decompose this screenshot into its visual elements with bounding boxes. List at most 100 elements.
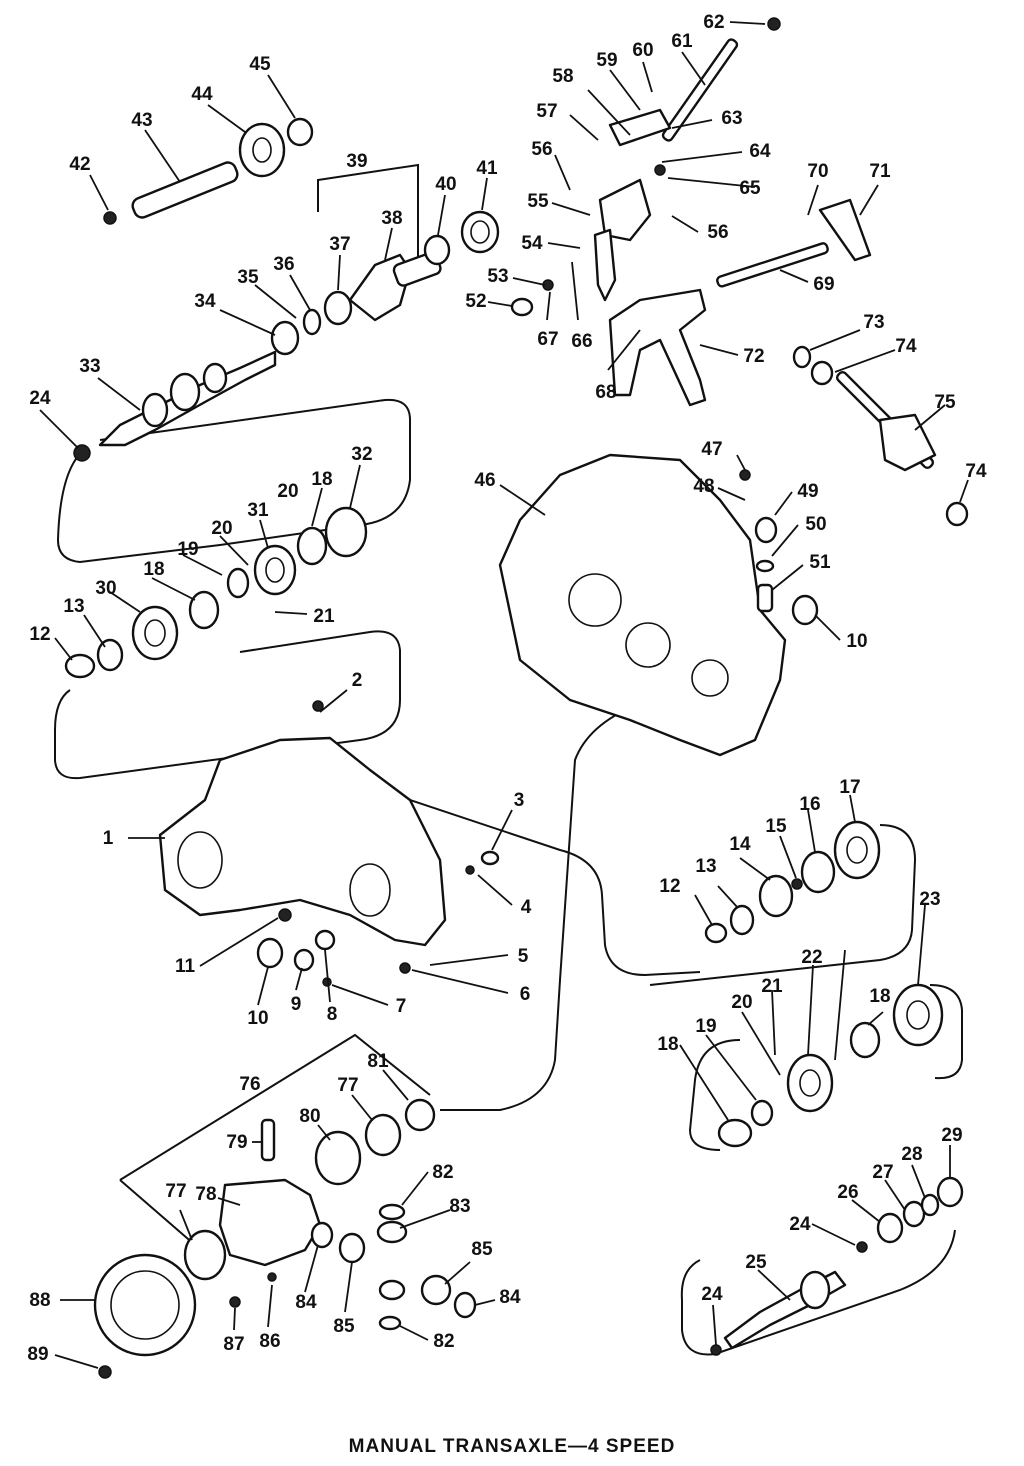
callout-62: 62 <box>703 12 724 33</box>
callout-21a: 21 <box>313 606 335 627</box>
pinion-mate-gear-right <box>420 1274 452 1306</box>
callout-labels: 1 2 3 4 5 6 7 8 9 10 10 11 12 12 13 13 1… <box>27 12 987 1365</box>
callout-2: 2 <box>352 670 363 691</box>
diff-bearing-right <box>364 1113 402 1157</box>
shaft-pin <box>103 211 117 225</box>
callout-78: 78 <box>195 1184 216 1205</box>
callout-88: 88 <box>29 1290 50 1311</box>
callout-52: 52 <box>465 291 486 312</box>
callout-57: 57 <box>536 101 557 122</box>
shift-shaft-pin <box>767 17 781 31</box>
callout-18a: 18 <box>143 559 164 580</box>
output-driven-gear <box>892 983 944 1047</box>
shaft-gear-group-outline <box>54 630 401 780</box>
callout-31: 31 <box>247 500 269 521</box>
callout-65: 65 <box>739 178 761 199</box>
first-gear <box>833 820 881 880</box>
reverse-idler-gear-hub <box>252 137 272 163</box>
pinion-bearing-upper <box>856 1241 868 1253</box>
callout-64: 64 <box>749 141 771 162</box>
output-loop-right <box>649 824 917 986</box>
clutch-housing-bore <box>568 573 622 627</box>
callout-77b: 77 <box>165 1181 186 1202</box>
shift-fork-3-4 <box>608 288 707 407</box>
callout-13b: 13 <box>695 856 716 877</box>
callout-5: 5 <box>518 946 529 967</box>
callout-85a: 85 <box>333 1316 355 1337</box>
callout-71: 71 <box>869 161 891 182</box>
third-gear <box>324 506 368 558</box>
case-bore-right <box>349 863 391 917</box>
pinion-spacer <box>902 1200 926 1228</box>
synchronizer-sleeve <box>253 544 297 596</box>
output-bearing-cup-bore <box>470 220 490 244</box>
callout-32: 32 <box>351 444 372 465</box>
pinion-mate-gear-left <box>338 1232 366 1264</box>
callout-1: 1 <box>103 828 114 849</box>
callout-74a: 74 <box>895 336 917 357</box>
callout-77a: 77 <box>337 1075 358 1096</box>
callout-48: 48 <box>693 476 714 497</box>
sync-lower-sleeve <box>786 1053 834 1113</box>
vent <box>739 469 751 481</box>
callout-34: 34 <box>194 291 216 312</box>
output-gear-group-outline <box>688 984 963 1151</box>
reverse-idler-shaft <box>131 161 239 219</box>
callout-61: 61 <box>671 31 693 52</box>
callout-19b: 19 <box>695 1016 716 1037</box>
callout-89: 89 <box>27 1344 48 1365</box>
callout-3: 3 <box>514 790 525 811</box>
callout-72: 72 <box>743 346 764 367</box>
callout-41: 41 <box>476 158 498 179</box>
callout-80: 80 <box>299 1106 320 1127</box>
case-to-gear-loop <box>379 789 701 977</box>
callout-18d: 18 <box>657 1034 678 1055</box>
rail-ring <box>810 360 834 386</box>
callout-24b: 24 <box>789 1214 811 1235</box>
diff-seal <box>314 1130 362 1186</box>
callout-25: 25 <box>745 1252 767 1273</box>
pinion-group-outline <box>680 1229 956 1356</box>
side-gear-washer-bottom <box>378 1315 402 1331</box>
pinion-shaft-diff <box>260 1118 276 1162</box>
pinion-race <box>876 1212 904 1244</box>
callout-81: 81 <box>367 1051 389 1072</box>
callout-53: 53 <box>487 266 508 287</box>
group-39-bracket <box>317 163 419 260</box>
pinion-washer-left <box>310 1221 334 1249</box>
callout-85b: 85 <box>471 1239 493 1260</box>
callout-43: 43 <box>131 110 152 131</box>
synchronizer-hub <box>265 557 285 583</box>
callout-33: 33 <box>79 356 100 377</box>
callout-56b: 56 <box>707 222 728 243</box>
input-shaft-gear-b <box>141 392 169 428</box>
callout-84b: 84 <box>499 1287 521 1308</box>
shift-fork-1-2 <box>878 413 937 472</box>
callout-84a: 84 <box>295 1292 317 1313</box>
callout-45: 45 <box>249 54 271 75</box>
callout-82b: 82 <box>433 1331 454 1352</box>
callout-67: 67 <box>537 329 558 350</box>
callout-68: 68 <box>595 382 616 403</box>
pinion-shim <box>920 1193 940 1217</box>
callout-36: 36 <box>273 254 294 275</box>
cluster-bearing <box>96 638 124 672</box>
callout-29: 29 <box>941 1125 962 1146</box>
magnet <box>399 962 411 974</box>
callout-44: 44 <box>191 84 213 105</box>
blocker-ring-lower <box>750 1099 774 1127</box>
diagram-caption: MANUAL TRANSAXLE—4 SPEED <box>348 1436 676 1457</box>
callout-66: 66 <box>571 331 592 352</box>
callout-83: 83 <box>449 1196 470 1217</box>
callout-26: 26 <box>837 1182 858 1203</box>
leader-lines <box>39 21 969 1369</box>
callout-20c: 20 <box>731 992 752 1013</box>
fourth-gear <box>131 605 179 661</box>
ring-gear-inner <box>110 1270 180 1340</box>
callout-69: 69 <box>813 274 834 295</box>
output-bearing <box>729 904 755 936</box>
input-snap-ring <box>302 308 322 336</box>
callout-27: 27 <box>872 1162 893 1183</box>
side-gear-top <box>376 1220 408 1244</box>
